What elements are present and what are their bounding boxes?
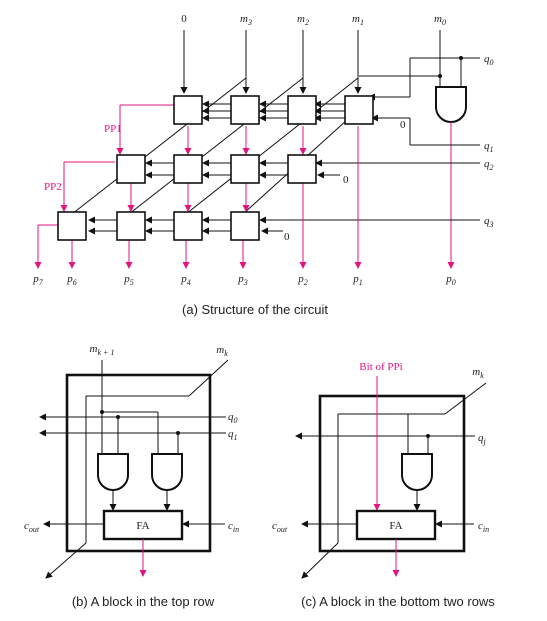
cin-c: cin [478, 520, 489, 534]
fa-label-c: FA [389, 520, 402, 532]
input-m0: m0 [434, 13, 446, 27]
output-p1: p1 [352, 273, 363, 287]
cout-b: cout [24, 520, 40, 534]
cin-b: cin [228, 520, 239, 534]
structure-circuit: 0 m3 m2 m1 m0 q0 q1 q2 q3 [32, 13, 493, 317]
block-r2-c3 [230, 154, 260, 184]
and-gate-p0 [435, 86, 467, 123]
input-m1: m1 [352, 13, 364, 27]
and-gate-b2 [151, 453, 183, 491]
block-r2-c4 [287, 154, 317, 184]
output-p3: p3 [237, 273, 248, 287]
label-q2: q2 [484, 158, 494, 172]
output-p2: p2 [297, 273, 308, 287]
label-mk1: mk + 1 [90, 343, 115, 357]
label-q3: q3 [484, 215, 494, 229]
label-mk: mk [216, 344, 228, 358]
bottom-rows-block: Bit of PPi mk qj FA cout cin (c) A block… [272, 361, 495, 609]
block-r3-c1 [57, 211, 87, 241]
output-p6: p6 [66, 273, 77, 287]
top-row-block: mk + 1 mk q0 q1 FA cout cin [24, 343, 239, 609]
block-outline-b [65, 373, 212, 553]
input-m2: m2 [297, 13, 309, 27]
label-qj: qj [478, 432, 487, 446]
label-q1: q1 [484, 140, 494, 154]
pp1-label: PP1 [104, 123, 122, 135]
output-p5: p5 [123, 273, 134, 287]
bit-of-ppi-label: Bit of PPi [359, 361, 402, 373]
output-p4: p4 [180, 273, 191, 287]
block-r1-c1 [173, 95, 203, 125]
input-zero: 0 [181, 13, 187, 25]
and-gate-b1 [97, 453, 129, 491]
fa-label-b: FA [136, 520, 149, 532]
block-r3-c4 [230, 211, 260, 241]
label-q1-b: q1 [228, 428, 238, 442]
block-r2-c2 [173, 154, 203, 184]
block-r3-c3 [173, 211, 203, 241]
output-p7: p7 [32, 273, 44, 287]
caption-a: (a) Structure of the circuit [182, 302, 328, 317]
block-r2-c1 [116, 154, 146, 184]
fa-box-c [355, 509, 437, 541]
and-gate-c [401, 453, 433, 491]
label-q0-b: q0 [228, 411, 238, 425]
output-p0: p0 [445, 273, 456, 287]
cout-c: cout [272, 520, 288, 534]
caption-b: (b) A block in the top row [72, 594, 215, 609]
zero-row1: 0 [400, 119, 406, 131]
zero-row2: 0 [343, 174, 349, 186]
block-r1-c2 [230, 95, 260, 125]
block-r3-c2 [116, 211, 146, 241]
label-mk-c: mk [472, 366, 484, 380]
pp2-label: PP2 [44, 181, 62, 193]
label-q0: q0 [484, 53, 494, 67]
block-r1-c3 [287, 95, 317, 125]
block-outline-c [318, 394, 466, 553]
block-r1-c4 [344, 95, 374, 125]
zero-row3: 0 [284, 231, 290, 243]
caption-c: (c) A block in the bottom two rows [301, 594, 495, 609]
input-m3: m3 [240, 13, 252, 27]
